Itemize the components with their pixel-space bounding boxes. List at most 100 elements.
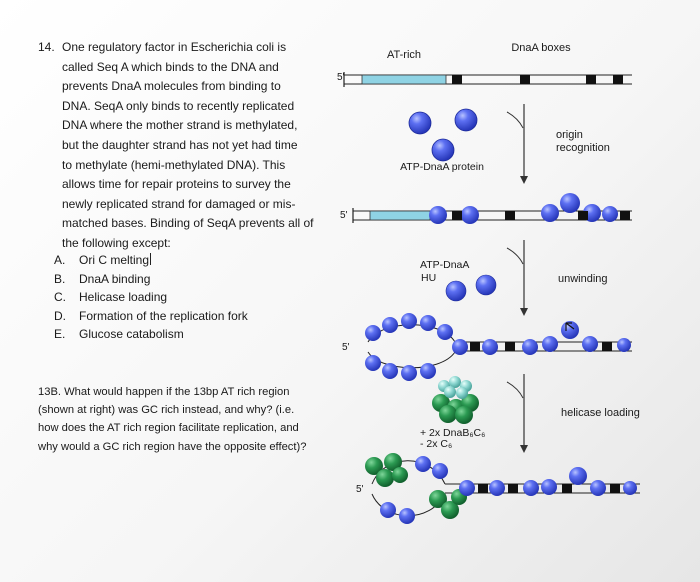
dnaa-protein-icon [420, 315, 436, 331]
dnaa-protein-icon [617, 338, 631, 352]
dnaa-protein-icon [542, 336, 558, 352]
choice-text: Ori C melting [79, 253, 150, 267]
at-rich-region [361, 74, 447, 85]
question-line: One regulatory factor in Escherichia col… [62, 40, 287, 54]
dnaa-protein-icon [415, 456, 431, 472]
atp-dnaa-protein-label: ATP-DnaA protein [400, 161, 484, 173]
at-rich-region [369, 210, 431, 221]
question-13b: 13B. What would happen if the 13bp AT ri… [38, 383, 338, 456]
dnaa-protein-icon [560, 193, 580, 213]
five-prime-label: 5' [340, 210, 348, 221]
dnaa-box [613, 75, 623, 84]
question-line: matched bases. Binding of SeqA prevents … [62, 216, 314, 231]
helicase-icon [441, 501, 459, 519]
dna-helicase-loaded [365, 453, 640, 524]
choice-a[interactable]: A. Ori C melting [54, 251, 248, 270]
answer-choices: A. Ori C melting B. DnaA binding C. Helicas… [54, 251, 248, 344]
dnaa-protein-icon [541, 204, 559, 222]
dnaa-protein-icon [399, 508, 415, 524]
dnaa-protein-icon [541, 479, 557, 495]
dnaa-protein-icon [582, 336, 598, 352]
dnaa-box [610, 484, 620, 493]
choice-letter: C. [54, 290, 66, 305]
dna-duplex-2 [352, 193, 632, 224]
dnaa-protein-icon [431, 138, 455, 162]
atp-dnaa-label: ATP-DnaA [420, 259, 469, 271]
helicase-loading-label: helicase loading [561, 407, 640, 419]
question-line: newly replicated strand for damaged or m… [62, 196, 296, 211]
dnaa-protein-icon [475, 274, 497, 296]
arrow-origin-recognition [506, 104, 528, 184]
helicase-complex-icon [432, 376, 479, 424]
hu-protein-icon [445, 280, 467, 302]
unwinding-label: unwinding [558, 273, 608, 285]
question-line: DNA. SeqA only binds to recently replica… [62, 98, 295, 113]
origin-recognition-label-2: recognition [556, 142, 610, 154]
choice-d[interactable]: D.Formation of the replication fork [54, 307, 248, 326]
dnaa-box [602, 342, 612, 351]
dnaa-box [505, 211, 515, 220]
hu-label: HU [421, 272, 436, 284]
helicase-icon [384, 453, 402, 471]
dnab-label: + 2x DnaB₆C₆ [420, 427, 485, 439]
five-prime-label: 5' [356, 484, 364, 495]
choice-text: DnaA binding [79, 271, 151, 286]
dnaa-box [505, 342, 515, 351]
dnaa-protein-icon [454, 108, 478, 132]
origin-recognition-label-1: origin [556, 129, 583, 141]
question-14: 14. One regulatory factor in Escherichia… [38, 38, 338, 254]
question-line: prevents DnaA molecules from binding to [62, 79, 281, 94]
arrow-unwinding [506, 240, 528, 316]
question-line: but the daughter strand has not yet had … [62, 137, 298, 152]
choice-e[interactable]: E. Glucose catabolism [54, 325, 248, 344]
dnaa-protein-icon [365, 355, 381, 371]
dnaa-protein-icon [523, 480, 539, 496]
question-line: why would a GC rich region have the oppo… [38, 440, 307, 453]
question-line: allows time for repair proteins to surve… [62, 177, 291, 192]
dnaa-protein-icon [489, 480, 505, 496]
dnaa-protein-icon [401, 365, 417, 381]
dna-duplex-1 [343, 72, 632, 87]
dnaa-protein-icon [401, 313, 417, 329]
dnaa-protein-icon [623, 481, 637, 495]
dnaa-protein-icon [569, 467, 587, 485]
dnaa-protein-icon [437, 324, 453, 340]
helicase-icon [392, 467, 408, 483]
choice-c[interactable]: C. Helicase loading [54, 288, 248, 307]
choice-letter: A. [54, 253, 66, 267]
helicase-icon [376, 469, 394, 487]
question-number: 14. [38, 40, 55, 54]
dnaa-protein-icon [429, 206, 447, 224]
choice-text: Glucose catabolism [79, 327, 184, 342]
dnaa-protein-icon [522, 339, 538, 355]
dnaa-protein-icon [459, 480, 475, 496]
c6-label: - 2x C₆ [420, 438, 452, 450]
dnaa-protein-icon [602, 206, 618, 222]
question-line: 13B. What would happen if the 13bp AT ri… [38, 386, 290, 398]
dnaa-box [578, 211, 588, 220]
arrow-helicase-loading [506, 374, 528, 453]
dnaa-protein-icon [382, 363, 398, 379]
choice-letter: E. [54, 327, 66, 342]
dnaa-box [586, 75, 596, 84]
question-line: DNA where the mother strand is methylate… [62, 118, 298, 133]
dnaa-box [452, 75, 462, 84]
choice-text: Formation of the replication fork [79, 308, 248, 323]
dnaa-box [478, 484, 488, 493]
question-14-text: One regulatory factor in Escherichia col… [38, 38, 338, 254]
dnaa-box [470, 342, 480, 351]
dnaa-box [520, 75, 530, 84]
choice-b[interactable]: B. DnaA binding [54, 270, 248, 289]
dnaa-box [508, 484, 518, 493]
dnaa-protein-icon [590, 480, 606, 496]
choice-text: Helicase loading [79, 290, 168, 305]
dnaa-protein-icon [452, 339, 468, 355]
dna-unwound [365, 313, 632, 381]
choice-letter: B. [54, 271, 66, 286]
dnaa-box [562, 484, 572, 493]
text-cursor [150, 253, 152, 265]
five-prime-label: 5' [342, 342, 350, 353]
five-prime-label: 5' [337, 72, 345, 83]
